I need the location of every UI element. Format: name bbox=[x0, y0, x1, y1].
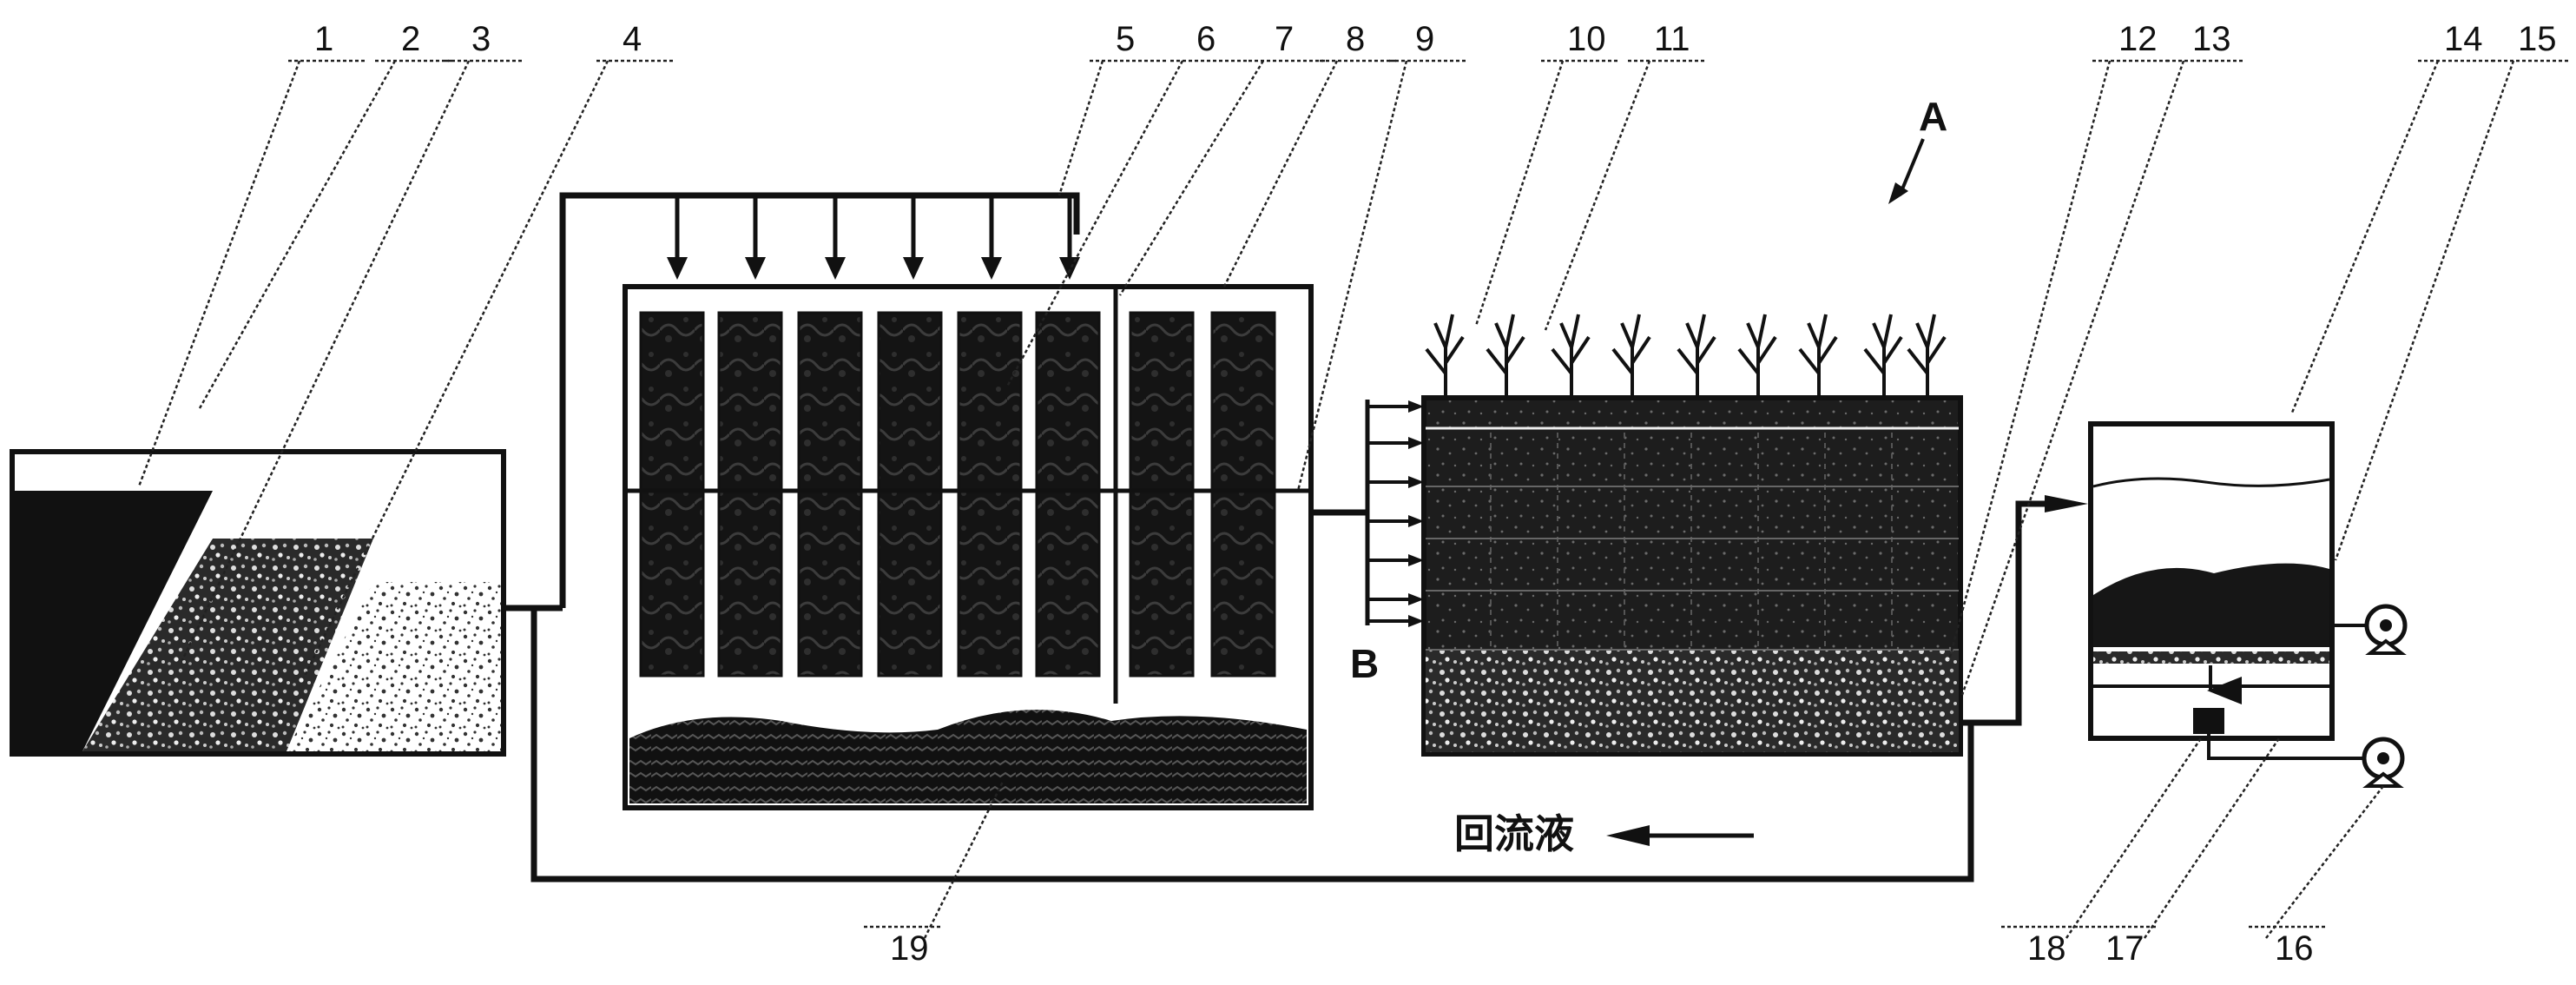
media-column bbox=[1035, 311, 1101, 678]
callout-number: 13 bbox=[2192, 20, 2231, 58]
leader-line bbox=[2065, 737, 2203, 939]
callout-number: 5 bbox=[1116, 20, 1135, 58]
wetland-grid bbox=[1426, 433, 1959, 651]
constructed-wetland bbox=[1421, 314, 1963, 757]
reed-plant bbox=[1486, 314, 1525, 398]
pump-upper bbox=[2332, 604, 2408, 655]
media-column bbox=[717, 311, 783, 678]
leader-line bbox=[1960, 60, 2185, 696]
label-a: A bbox=[1919, 94, 1947, 139]
feed-tank bbox=[10, 449, 506, 757]
reed-plant bbox=[1551, 314, 1591, 398]
reed-plant bbox=[1611, 314, 1651, 398]
callout-number: 1 bbox=[314, 20, 333, 58]
media-column bbox=[1210, 311, 1276, 678]
reed-plant bbox=[1798, 314, 1838, 398]
leader-line bbox=[2334, 60, 2515, 561]
reed-plant bbox=[1677, 314, 1716, 398]
reflux-pipe bbox=[530, 608, 1974, 883]
callout-number: 2 bbox=[401, 20, 420, 58]
leader-line bbox=[1474, 60, 1565, 327]
media-column bbox=[1129, 311, 1195, 678]
callout-number: 15 bbox=[2518, 20, 2557, 58]
layer-3-fill bbox=[82, 539, 373, 751]
water-surface bbox=[2092, 477, 2330, 488]
bioreactor bbox=[623, 284, 1314, 810]
leader-line bbox=[1222, 60, 1339, 288]
branch-arrow bbox=[1408, 437, 1424, 449]
outlet-pipe bbox=[1960, 500, 2049, 726]
leader-line bbox=[1947, 60, 2112, 661]
branch-arrow bbox=[1408, 593, 1424, 605]
pump-lower bbox=[2207, 734, 2405, 788]
leader-line bbox=[1544, 60, 1651, 331]
callout-number: 17 bbox=[2105, 929, 2144, 968]
wetland-plants bbox=[1425, 314, 1947, 398]
callout-number: 11 bbox=[1654, 20, 1690, 58]
callout-number: 16 bbox=[2275, 929, 2314, 968]
media-column bbox=[639, 311, 705, 678]
leader-line bbox=[2290, 60, 2440, 413]
leader-line bbox=[923, 781, 1005, 939]
leader-line bbox=[1057, 60, 1104, 196]
sludge-layer bbox=[629, 710, 1307, 803]
branch-arrow bbox=[1408, 476, 1424, 488]
callout-number: 14 bbox=[2444, 20, 2483, 58]
inlet-manifold bbox=[1311, 400, 1424, 627]
callout-number: 9 bbox=[1415, 20, 1434, 58]
settling-tank bbox=[2088, 421, 2335, 741]
layer-1-fill bbox=[15, 491, 213, 751]
media-column bbox=[797, 311, 863, 678]
leader-line bbox=[198, 60, 397, 409]
callout-number: 7 bbox=[1275, 20, 1294, 58]
air-arrow bbox=[667, 257, 688, 280]
reflux-label: 回流液 bbox=[1454, 810, 1574, 857]
reflux-arrow bbox=[1606, 825, 1754, 846]
callout-number: 18 bbox=[2027, 929, 2066, 968]
callout-number: 6 bbox=[1196, 20, 1216, 58]
air-arrow bbox=[1059, 257, 1080, 280]
outlet-valve bbox=[2193, 708, 2224, 734]
branch-arrow bbox=[1408, 400, 1424, 413]
media-columns bbox=[639, 311, 1276, 678]
branch-arrow bbox=[1408, 554, 1424, 566]
leader-line bbox=[181, 60, 471, 661]
filter-plate bbox=[2093, 651, 2329, 664]
reed-plant bbox=[1425, 314, 1465, 398]
leader-line bbox=[302, 60, 609, 678]
layer-4-fill bbox=[287, 582, 501, 751]
reed-plant bbox=[1863, 314, 1903, 398]
leader-line bbox=[1005, 60, 1184, 387]
callout-number: 12 bbox=[2118, 20, 2158, 58]
leader-line bbox=[2265, 785, 2384, 939]
air-arrow bbox=[981, 257, 1002, 280]
callout-number: 8 bbox=[1346, 20, 1365, 58]
label-b: B bbox=[1350, 641, 1379, 686]
aeration-arrows bbox=[667, 195, 1080, 280]
reed-plant bbox=[1907, 314, 1947, 398]
callout-number: 19 bbox=[890, 929, 929, 968]
leader-line bbox=[1118, 60, 1265, 296]
reed-plant bbox=[1737, 314, 1777, 398]
leader-line bbox=[1296, 60, 1408, 492]
wetland-gravel bbox=[1426, 650, 1959, 752]
sludge-blanket bbox=[2093, 563, 2329, 647]
callout-number: 3 bbox=[471, 20, 491, 58]
leader-line bbox=[137, 60, 301, 487]
leader-line bbox=[2143, 737, 2281, 939]
air-arrow bbox=[903, 257, 924, 280]
branch-arrow bbox=[1408, 615, 1424, 627]
manifold-arrows bbox=[1367, 400, 1424, 627]
air-arrow bbox=[825, 257, 846, 280]
aeration-header bbox=[559, 192, 1080, 608]
callout-number: 10 bbox=[1567, 20, 1606, 58]
media-column bbox=[877, 311, 943, 678]
media-column bbox=[957, 311, 1023, 678]
callout-number: 4 bbox=[623, 20, 642, 58]
air-arrow bbox=[745, 257, 766, 280]
branch-arrow bbox=[1408, 515, 1424, 527]
